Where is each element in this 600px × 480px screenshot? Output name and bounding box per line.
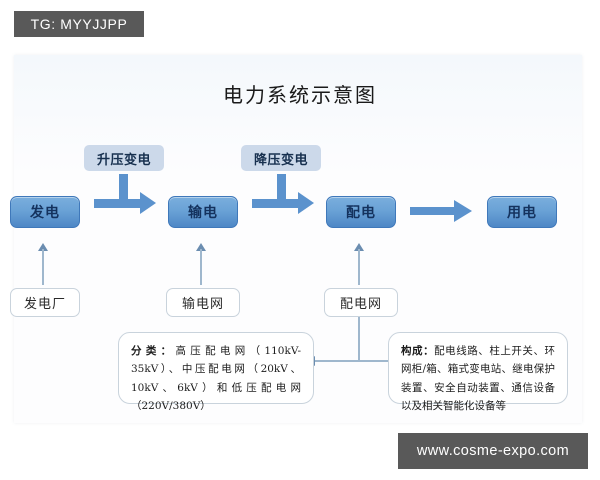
detail-title-composition: 构成：	[401, 345, 435, 357]
stage-box-generation: 发电	[10, 196, 80, 228]
detail-text-classification: 高压配电网（110kV-35kV）、中压配电网（20kV、10kV、6kV）和低…	[131, 345, 302, 413]
arrow-bar	[252, 199, 300, 208]
branch-connector	[300, 317, 400, 369]
facility-box-distribution-grid: 配电网	[324, 288, 398, 317]
arrow-bar	[94, 199, 142, 208]
arrow-distribution-to-consumption	[410, 200, 474, 222]
arrow-head	[298, 192, 314, 214]
connector-line	[42, 249, 44, 285]
arrow-head	[454, 200, 472, 222]
arrow-generation-to-transmission	[94, 174, 156, 216]
connector-arrow-head	[196, 243, 206, 251]
arrow-transmission-to-distribution	[252, 174, 314, 216]
connector-line	[200, 249, 202, 285]
detail-box-classification: 分类：高压配电网（110kV-35kV）、中压配电网（20kV、10kV、6kV…	[118, 332, 314, 412]
stage-box-consumption: 用电	[487, 196, 557, 228]
branch-right-line	[358, 360, 390, 362]
arrow-stem	[277, 174, 286, 200]
connector-grid-to-distribution	[354, 243, 365, 285]
watermark-url-badge: www.cosme-expo.com	[398, 433, 588, 469]
detail-box-composition: 构成：配电线路、柱上开关、环网柜/箱、箱式变电站、继电保护装置、安全自动装置、通…	[388, 332, 568, 412]
page-title: 电力系统示意图	[223, 83, 377, 107]
branch-left-line	[314, 360, 359, 362]
arrow-bar	[410, 207, 456, 215]
connector-arrow-head	[38, 243, 48, 251]
connector-line	[358, 249, 360, 285]
detail-title-classification: 分类：	[131, 345, 176, 357]
arrow-head	[140, 192, 156, 214]
watermark-tag-badge: TG: MYYJJPP	[14, 11, 144, 37]
transformer-label-step-up: 升压变电	[84, 145, 164, 171]
stage-box-distribution: 配电	[326, 196, 396, 228]
facility-box-power-plant: 发电厂	[10, 288, 80, 317]
branch-vertical-line	[358, 317, 360, 361]
connector-plant-to-generation	[38, 243, 49, 285]
transformer-label-step-down: 降压变电	[241, 145, 321, 171]
connector-arrow-head	[354, 243, 364, 251]
arrow-stem	[119, 174, 128, 200]
detail-text-composition: 配电线路、柱上开关、环网柜/箱、箱式变电站、继电保护装置、安全自动装置、通信设备…	[401, 345, 556, 413]
connector-grid-to-transmission	[196, 243, 207, 285]
facility-box-transmission-grid: 输电网	[166, 288, 240, 317]
stage-box-transmission: 输电	[168, 196, 238, 228]
